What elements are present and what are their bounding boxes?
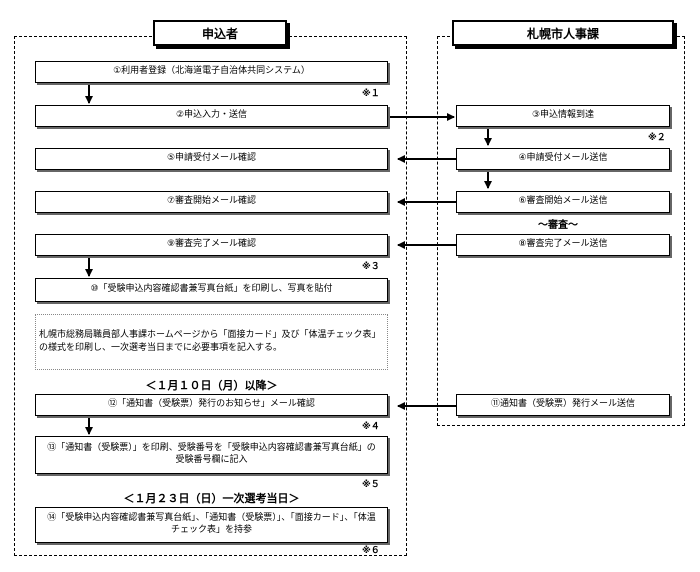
hr-header: 札幌市人事課: [452, 20, 674, 46]
applicant-header: 申込者: [153, 20, 287, 46]
step-4-send-receipt-email: ④申請受付メール送信: [456, 148, 670, 170]
step-2-application-submit: ②申込入力・送信: [35, 105, 388, 127]
step-11-send-exam-ticket-email: ⑪通知書（受験票）発行メール送信: [456, 394, 670, 416]
step-9-confirm-review-complete-email: ⑨審査完了メール確認: [35, 234, 388, 256]
step-10-print-confirmation-sheet: ⑩「受験申込内容確認書兼写真台紙」を印刷し、写真を貼付: [35, 278, 388, 302]
step-13-print-exam-ticket: ⑬「通知書（受験票）」を印刷、受験番号を「受験申込内容確認書兼写真台紙」の受験番…: [35, 436, 388, 474]
note-mark-1: ※１: [362, 89, 380, 99]
note-mark-2: ※２: [648, 133, 666, 143]
review-label: ～審査～: [538, 220, 578, 231]
note-mark-6: ※６: [362, 546, 380, 556]
date-jan-10: ＜１月１０日（月）以降＞: [145, 379, 278, 392]
step-6-send-review-start-email: ⑥審査開始メール送信: [456, 191, 670, 213]
step-14-bring-documents: ⑭「受験申込内容確認書兼写真台紙」、「通知書（受験票）」、「面接カード」、「体温…: [35, 507, 388, 543]
step-7-confirm-review-start-email: ⑦審査開始メール確認: [35, 191, 388, 213]
date-jan-23: ＜１月２３日（日）一次選考当日＞: [123, 492, 300, 505]
note-mark-3: ※３: [362, 262, 380, 272]
step-5-confirm-receipt-email: ⑤申請受付メール確認: [35, 148, 388, 170]
step-12-confirm-notice-email: ⑫「通知書（受験票）発行のお知らせ」メール確認: [35, 394, 388, 416]
note-mark-4: ※４: [362, 422, 380, 432]
instruction-note: 札幌市総務局職員部人事課ホームページから「面接カード」及び「体温チェック表」の様…: [35, 314, 388, 370]
step-3-application-received: ③申込情報到達: [456, 105, 670, 127]
step-8-send-review-complete-email: ⑧審査完了メール送信: [456, 234, 670, 256]
step-1-user-registration: ①利用者登録（北海道電子自治体共同システム）: [35, 61, 388, 83]
note-mark-5: ※５: [362, 480, 380, 490]
